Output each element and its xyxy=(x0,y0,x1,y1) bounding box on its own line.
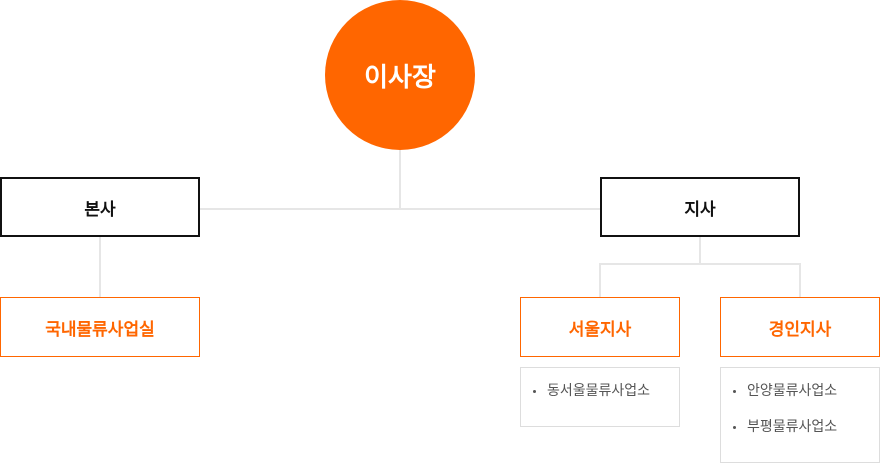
connector-chairman xyxy=(399,150,401,210)
gyeongin-offices-list: 안양물류사업소 부평물류사업소 xyxy=(720,367,880,463)
seoul-branch-node: 서울지사 xyxy=(520,297,680,357)
connector-branch-horizontal xyxy=(599,263,801,265)
gyeongin-branch-node: 경인지사 xyxy=(720,297,880,357)
office-item: 동서울물류사업소 xyxy=(533,382,667,400)
headquarters-node: 본사 xyxy=(0,177,200,237)
chairman-node: 이사장 xyxy=(325,0,475,150)
domestic-logistics-node: 국내물류사업실 xyxy=(0,297,200,357)
connector-seoul xyxy=(599,263,601,297)
connector-gyeongin xyxy=(799,263,801,297)
connector-hq-child xyxy=(99,237,101,297)
seoul-offices-list: 동서울물류사업소 xyxy=(520,367,680,427)
connector-main-horizontal xyxy=(200,208,600,210)
branch-node: 지사 xyxy=(600,177,800,237)
connector-branch-down xyxy=(699,237,701,265)
office-item: 안양물류사업소 xyxy=(733,382,867,400)
office-item: 부평물류사업소 xyxy=(733,418,867,436)
